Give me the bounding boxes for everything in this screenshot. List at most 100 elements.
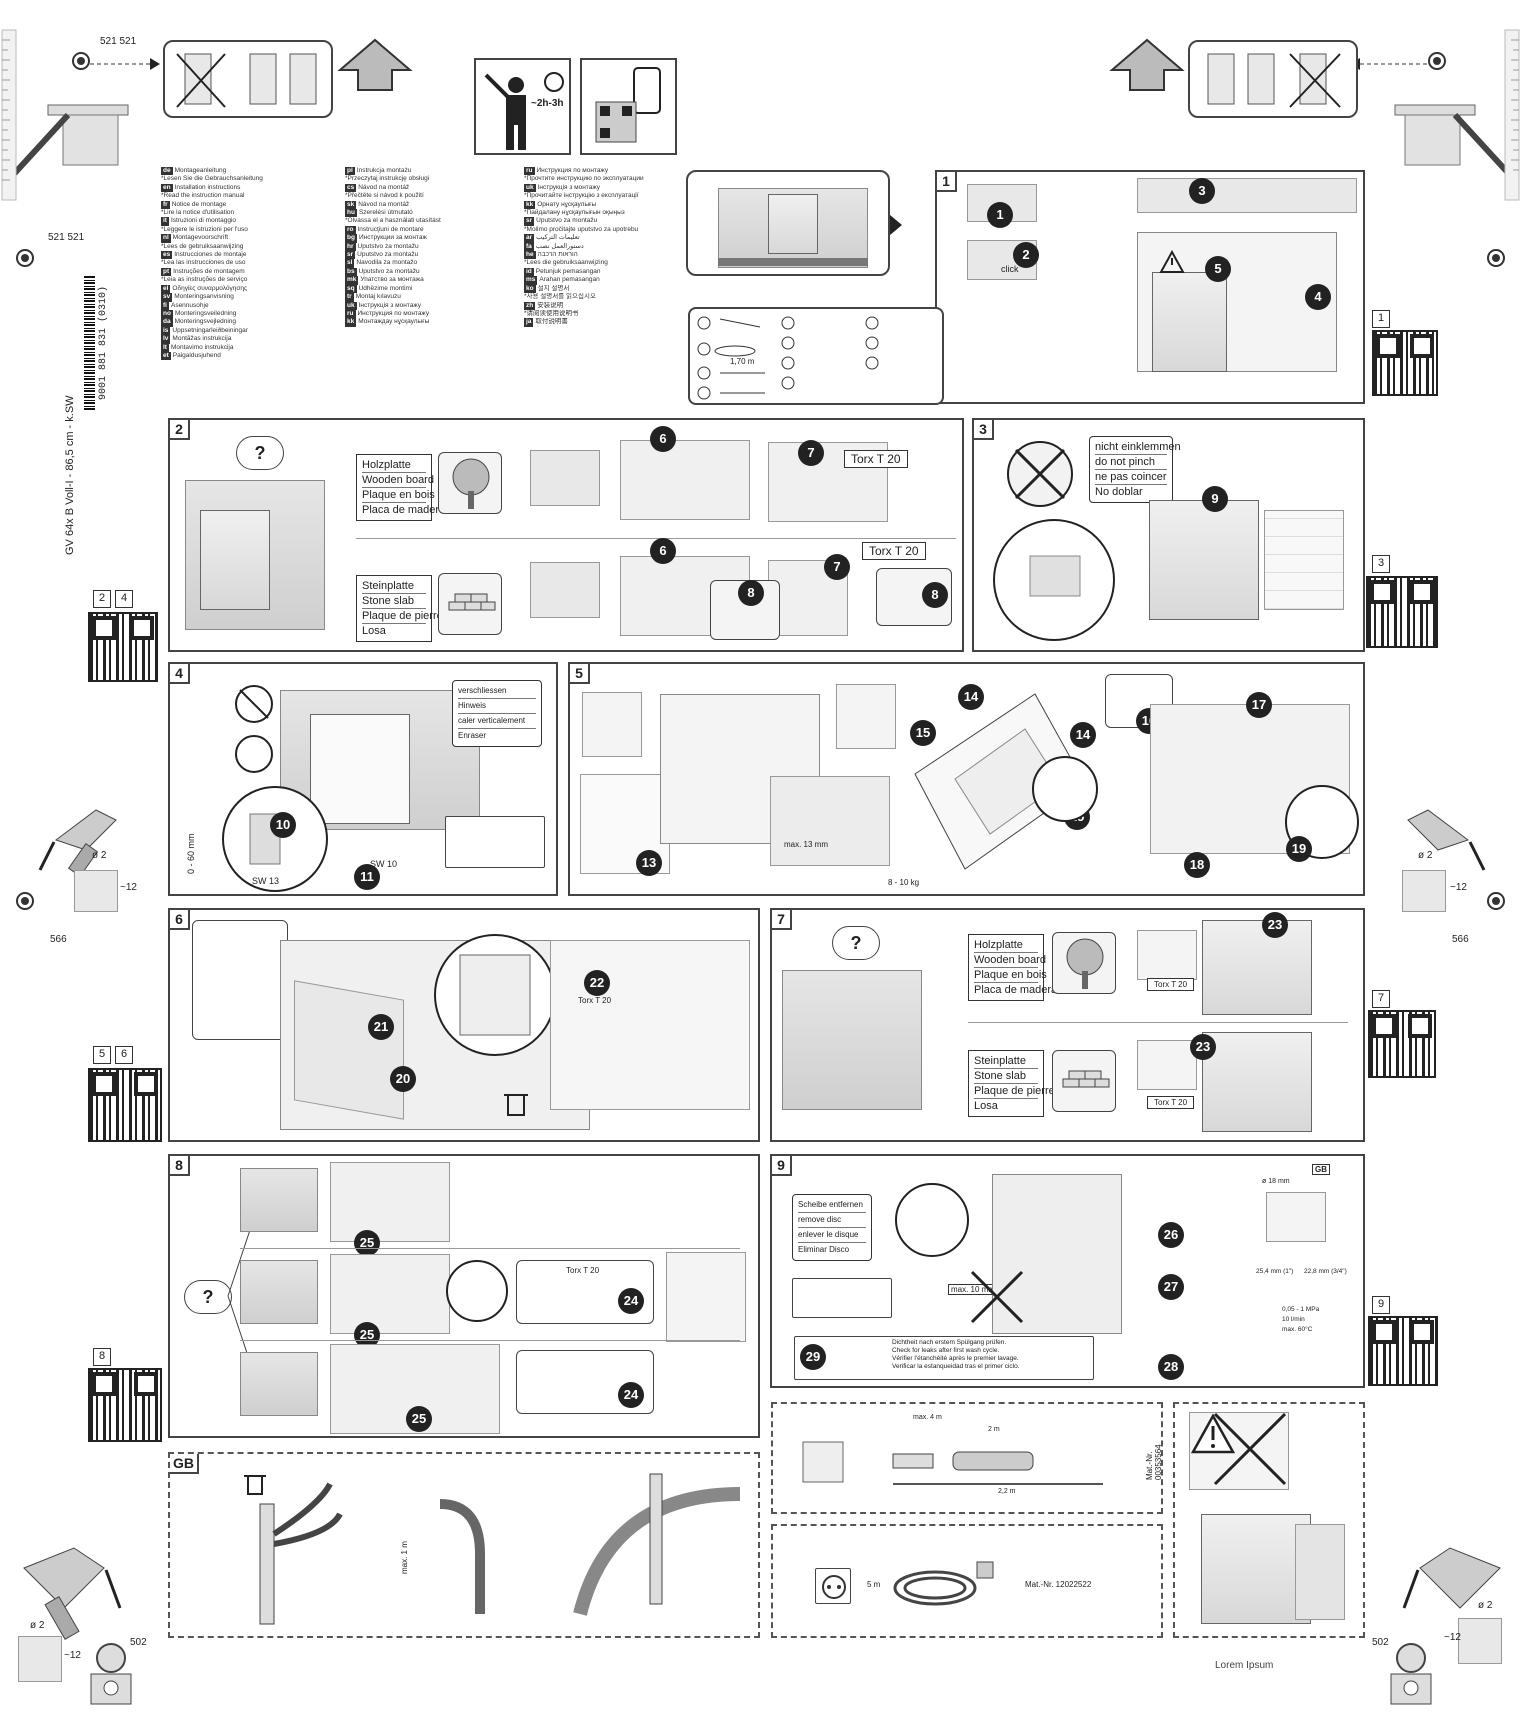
mat-nr-cable-label: Mat.-Nr. 12022522 [1025, 1580, 1092, 1589]
worktop-panel [770, 776, 890, 866]
socket-icon [815, 1568, 851, 1604]
language-text: Udhëzime montimi [358, 284, 413, 292]
stone-label-de: Steinplatte [362, 579, 426, 594]
door-tall [1295, 1524, 1345, 1620]
align-label-box: verschliessen Hinweis caler verticalemen… [452, 680, 542, 747]
arrow-right-indicator [890, 215, 902, 235]
disc-label-es: Eliminar Disco [798, 1245, 850, 1254]
language-code: bs [345, 267, 357, 277]
hose-len2-label: 2,2 m [998, 1488, 1016, 1495]
step-10: 10 [270, 812, 296, 838]
wood-label-box: Holzplatte Wooden board Plaque en bois P… [356, 454, 445, 521]
language-text: Instrukcja montażu [356, 167, 412, 174]
step-25b: 25 [354, 1322, 380, 1348]
step-7a: 7 [798, 440, 824, 466]
dim-lower-right: 566 [1452, 934, 1469, 945]
language-code: sr [345, 251, 356, 260]
bracket-top-illustration [530, 450, 600, 506]
panel-hose-extension: max. 4 m 2 m 2,2 m Mat.-Nr. 00353564 [771, 1402, 1163, 1514]
dishwasher-7b [1202, 1032, 1312, 1132]
plinth-8a [330, 1162, 450, 1242]
registration-mark-lower-right [1487, 892, 1505, 910]
language-text: *请阅读使用说明书 [524, 309, 579, 317]
language-text: *Lees die gebruiksaanwijzing [524, 259, 608, 267]
language-code: pt [161, 267, 172, 277]
qr-code-panel-5-6[interactable] [88, 1068, 162, 1142]
language-code: et [161, 351, 171, 361]
pinch-label-en: do not pinch [1095, 455, 1167, 470]
preview-plinth [718, 258, 868, 266]
question-cloud: ? [236, 436, 284, 470]
language-text: دستورالعمل نصب [535, 242, 584, 250]
hose-arc-illustration [573, 1473, 741, 1616]
qr-code-panel-7[interactable] [1368, 1010, 1436, 1078]
language-text: Notice de montage [171, 200, 227, 208]
drill-illustration-right [1407, 809, 1486, 871]
qr-code-panel-9[interactable] [1368, 1316, 1438, 1386]
qr-code-panel-2-4[interactable] [88, 612, 158, 682]
stone-label-fr: Plaque de pierre [362, 610, 443, 624]
panel-number: 5 [570, 664, 590, 684]
qr-code-panel-3[interactable] [1366, 576, 1438, 648]
language-text: *Read the instruction manual [161, 192, 245, 200]
step-13: 13 [636, 850, 662, 876]
drill-depth-bottom-left: ~12 [64, 1650, 81, 1661]
language-text: *Lire la notice d'utilisation [161, 209, 235, 217]
plinth-8b [330, 1254, 450, 1334]
qr-code-panel-1[interactable] [1372, 330, 1438, 396]
crossed-cabinet-icon [1213, 1412, 1287, 1486]
qr-label-2: 2 [93, 590, 111, 608]
language-code: bg [345, 234, 357, 243]
align-label-de: verschliessen [458, 684, 536, 699]
magnified-foot-detail [993, 519, 1115, 641]
qr-label-1: 1 [1372, 310, 1390, 328]
cabinet-profile-icons-right [1207, 53, 1341, 108]
cabinet-profile-icons [176, 53, 317, 108]
divider-7 [968, 1022, 1348, 1023]
drill-depth-left: ~12 [120, 882, 137, 893]
language-code: no [161, 309, 173, 319]
cable-len-label: 5 m [867, 1580, 881, 1589]
mount-bracket-bottom-left [90, 1643, 132, 1705]
wood-label-en-7: Wooden board [974, 954, 1046, 968]
language-item: *Lea las instrucciones de uso [161, 259, 321, 267]
crossed-hose-icon [970, 1270, 1024, 1324]
drill-hole-left [74, 870, 118, 912]
divider-8a [240, 1248, 740, 1249]
language-text: 取付説明書 [535, 318, 568, 326]
technician-icon [484, 72, 564, 150]
protection-foil-detail [836, 684, 896, 749]
language-item: *Přečtěte si návod k použití [345, 192, 505, 200]
wood-tree-icon-7 [1052, 932, 1116, 994]
language-code: ko [524, 284, 536, 294]
qr-label-6: 6 [115, 1046, 133, 1064]
panel-1-install-overview: 1 1 2 click 3 5 4 [935, 170, 1365, 404]
language-code: lv [161, 335, 171, 344]
language-code: ar [524, 234, 535, 243]
bricks-icon [448, 593, 496, 611]
language-item: *Lesen Sie die Gebrauchsanleitung [161, 175, 321, 183]
stone-label-es: Losa [362, 625, 386, 637]
mount-bracket-bottom-right [1390, 1643, 1432, 1705]
language-code: en [161, 183, 173, 193]
gb-tag-9: GB [1312, 1164, 1330, 1175]
qr-code-panel-8[interactable] [88, 1368, 162, 1442]
smartphone-scan-icon [595, 67, 661, 143]
wood-label-es-7: Placa de madera [974, 984, 1058, 996]
wood-tree-icon [438, 452, 502, 514]
language-item: *Przeczytaj instrukcję obsługi [345, 175, 505, 183]
language-text: Montaj kılavuzu [355, 293, 401, 301]
language-text: Monteringsvejledning [174, 318, 237, 326]
language-text: Navodila za montažo [356, 259, 418, 267]
panel-9-water-connection: 9 Scheibe entfernen remove disc enlever … [770, 1154, 1365, 1388]
stone-label-box: Steinplatte Stone slab Plaque de pierre … [356, 575, 443, 642]
